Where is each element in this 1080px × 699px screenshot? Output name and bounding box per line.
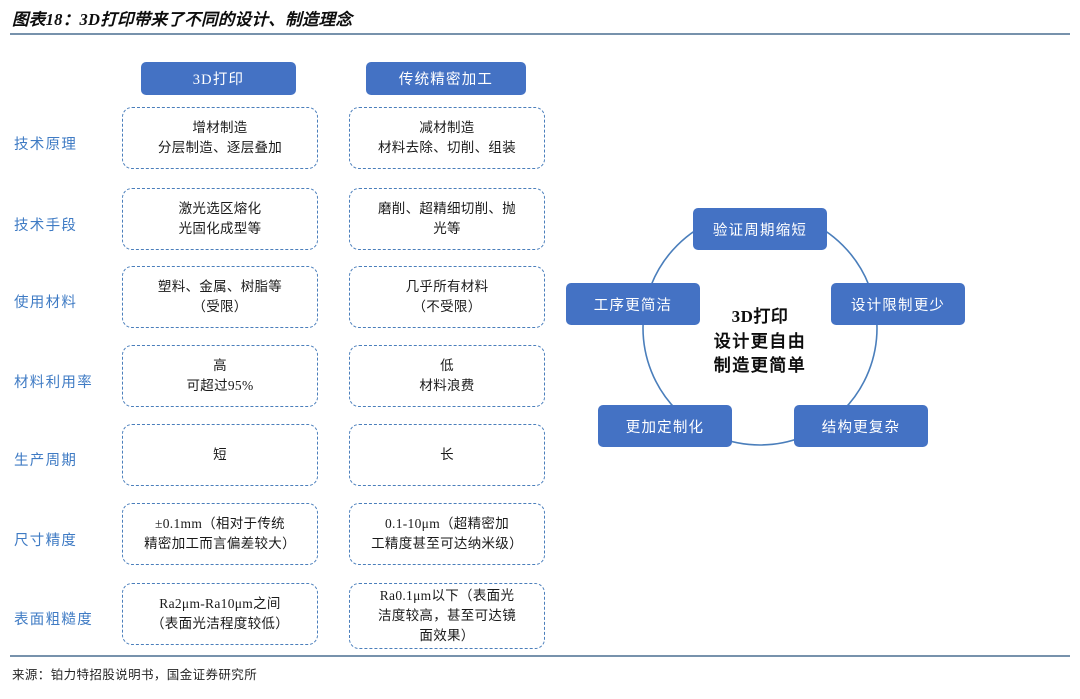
cell-line: 几乎所有材料 bbox=[405, 278, 489, 294]
cell-line: 减材制造 bbox=[419, 119, 475, 135]
cell-3dp-material-utilization: 高 可超过95% bbox=[122, 345, 318, 407]
cell-line: Ra0.1μm以下（表面光 bbox=[379, 587, 515, 603]
cell-trad-materials-used: 几乎所有材料 （不受限） bbox=[349, 266, 545, 328]
cell-line: 磨削、超精细切削、抛 bbox=[378, 200, 516, 216]
cell-line: 低 bbox=[440, 357, 454, 373]
source-note: 来源：铂力特招股说明书，国金证券研究所 bbox=[12, 668, 258, 682]
cell-line: 光固化成型等 bbox=[178, 221, 262, 236]
row-label-production-cycle: 生产周期 bbox=[14, 453, 78, 469]
row-label-technology-principle: 技术原理 bbox=[14, 137, 78, 153]
cell-line: （表面光洁程度较低） bbox=[151, 616, 289, 631]
row-label-dimensional-accuracy: 尺寸精度 bbox=[14, 533, 78, 549]
cell-trad-surface-roughness: Ra0.1μm以下（表面光 洁度较高，甚至可达镜 面效果） bbox=[349, 583, 545, 649]
center-line: 制造更简单 bbox=[713, 356, 807, 376]
center-line: 3D打印 bbox=[731, 307, 789, 326]
cell-line: 增材制造 bbox=[192, 119, 248, 135]
cell-line: 洁度较高，甚至可达镜 bbox=[378, 607, 516, 623]
page-title: 图表18：3D打印带来了不同的设计、制造理念 bbox=[12, 10, 353, 29]
row-label-surface-roughness: 表面粗糙度 bbox=[14, 612, 93, 628]
column-header-traditional-precision-machining[interactable]: 传统精密加工 bbox=[366, 62, 526, 95]
center-line: 设计更自由 bbox=[713, 331, 807, 351]
cell-line: 高 bbox=[213, 357, 227, 373]
cell-line: 可超过95% bbox=[186, 378, 254, 393]
cycle-node-left[interactable]: 工序更简洁 bbox=[566, 283, 700, 325]
cell-3dp-dimensional-accuracy: ±0.1mm（相对于传统 精密加工而言偏差较大） bbox=[122, 503, 318, 565]
cycle-node-bottom-left[interactable]: 更加定制化 bbox=[598, 405, 732, 447]
row-label-material-utilization: 材料利用率 bbox=[14, 375, 93, 391]
cell-line: （受限） bbox=[192, 299, 248, 314]
cell-trad-material-utilization: 低 材料浪费 bbox=[349, 345, 545, 407]
cycle-node-bottom-right[interactable]: 结构更复杂 bbox=[794, 405, 928, 447]
cell-trad-technology-method: 磨削、超精细切削、抛 光等 bbox=[349, 188, 545, 250]
cycle-diagram: 验证周期缩短 设计限制更少 结构更复杂 更加定制化 工序更简洁 3D打印 设计更… bbox=[560, 170, 1060, 510]
cell-3dp-technology-method: 激光选区熔化 光固化成型等 bbox=[122, 188, 318, 250]
cell-line: 光等 bbox=[433, 221, 461, 236]
cell-3dp-materials-used: 塑料、金属、树脂等 （受限） bbox=[122, 266, 318, 328]
cell-line: 分层制造、逐层叠加 bbox=[157, 140, 283, 155]
cycle-center-text: 3D打印 设计更自由 制造更简单 bbox=[695, 305, 825, 379]
cell-line: （不受限） bbox=[412, 299, 482, 314]
cell-trad-dimensional-accuracy: 0.1-10μm（超精密加 工精度甚至可达纳米级） bbox=[349, 503, 545, 565]
footer-divider bbox=[10, 655, 1070, 657]
cell-3dp-surface-roughness: Ra2μm-Ra10μm之间 （表面光洁程度较低） bbox=[122, 583, 318, 645]
cell-line: 材料去除、切削、组装 bbox=[378, 140, 516, 155]
cell-line: 精密加工而言偏差较大） bbox=[144, 536, 296, 551]
cycle-node-top[interactable]: 验证周期缩短 bbox=[693, 208, 827, 250]
cell-line: 材料浪费 bbox=[419, 378, 475, 393]
cell-3dp-technology-principle: 增材制造 分层制造、逐层叠加 bbox=[122, 107, 318, 169]
cell-trad-production-cycle: 长 bbox=[349, 424, 545, 486]
cell-line: ±0.1mm（相对于传统 bbox=[155, 515, 285, 531]
row-label-materials-used: 使用材料 bbox=[14, 295, 78, 311]
column-header-3d-printing[interactable]: 3D打印 bbox=[141, 62, 296, 95]
cell-line: Ra2μm-Ra10μm之间 bbox=[159, 595, 281, 611]
cell-line: 面效果） bbox=[419, 628, 475, 644]
cell-line: 长 bbox=[440, 446, 454, 462]
cell-line: 塑料、金属、树脂等 bbox=[157, 278, 283, 294]
row-label-technology-method: 技术手段 bbox=[14, 218, 78, 234]
cell-trad-technology-principle: 减材制造 材料去除、切削、组装 bbox=[349, 107, 545, 169]
cycle-node-right[interactable]: 设计限制更少 bbox=[831, 283, 965, 325]
cell-line: 短 bbox=[213, 446, 227, 462]
cell-line: 工精度甚至可达纳米级） bbox=[371, 536, 523, 551]
cell-line: 激光选区熔化 bbox=[178, 200, 262, 216]
cell-3dp-production-cycle: 短 bbox=[122, 424, 318, 486]
title-divider bbox=[10, 33, 1070, 35]
cell-line: 0.1-10μm（超精密加 bbox=[384, 515, 509, 531]
